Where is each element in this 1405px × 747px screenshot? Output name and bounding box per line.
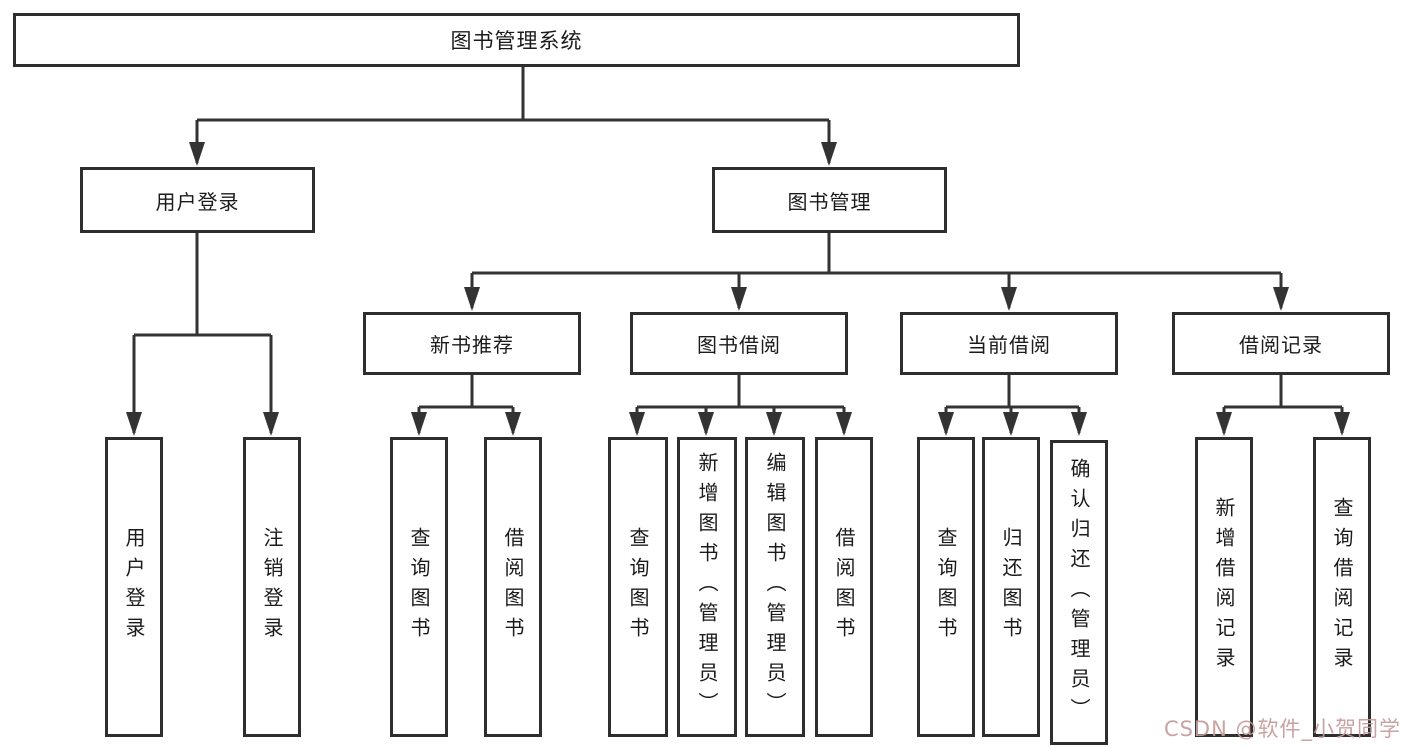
node-user-login: 用户登录 — [80, 167, 315, 233]
arrow-down-icon — [126, 412, 142, 436]
leaf-confirm-return-admin: 确认归还（管理员） — [1050, 440, 1108, 745]
arrow-down-icon — [1216, 412, 1232, 436]
leaf-query-borrow-record-label: 查询借阅记录 — [1330, 497, 1354, 677]
node-current-borrow: 当前借阅 — [900, 312, 1118, 375]
node-book-borrow-label: 图书借阅 — [697, 333, 781, 357]
node-new-book-recommend: 新书推荐 — [363, 312, 581, 375]
leaf-logout-label: 注销登录 — [260, 527, 284, 647]
leaf-borrow-books-newbook: 借阅图书 — [484, 437, 542, 737]
leaf-return-book: 归还图书 — [982, 437, 1040, 737]
arrow-down-icon — [263, 412, 279, 436]
arrow-down-icon — [505, 412, 521, 436]
node-root-system: 图书管理系统 — [13, 13, 1020, 67]
leaf-add-book-admin-label: 新增图书（管理员） — [695, 452, 719, 722]
leaf-user-login: 用户登录 — [105, 437, 163, 737]
leaf-return-book-label: 归还图书 — [999, 527, 1023, 647]
leaf-borrow-books-borrow: 借阅图书 — [815, 437, 873, 737]
node-user-login-label: 用户登录 — [155, 189, 240, 214]
node-root-label: 图书管理系统 — [450, 29, 583, 53]
leaf-query-books-current: 查询图书 — [917, 437, 975, 737]
node-book-borrow: 图书借阅 — [630, 312, 848, 375]
leaf-user-login-label: 用户登录 — [122, 527, 146, 647]
arrow-down-icon — [731, 287, 747, 311]
node-borrow-records-label: 借阅记录 — [1239, 333, 1323, 357]
leaf-query-books-borrow-label: 查询图书 — [626, 527, 650, 647]
leaf-edit-book-admin: 编辑图书（管理员） — [745, 437, 805, 737]
arrowheads — [126, 142, 1350, 436]
node-new-book-recommend-label: 新书推荐 — [430, 333, 514, 357]
leaf-borrow-books-borrow-label: 借阅图书 — [832, 527, 856, 647]
leaf-confirm-return-admin-label: 确认归还（管理员） — [1067, 457, 1091, 728]
leaf-query-borrow-record: 查询借阅记录 — [1313, 437, 1371, 737]
arrow-down-icon — [766, 412, 782, 436]
arrow-down-icon — [1003, 412, 1019, 436]
node-borrow-records: 借阅记录 — [1172, 312, 1390, 375]
arrow-down-icon — [629, 412, 645, 436]
arrow-down-icon — [464, 287, 480, 311]
leaf-add-borrow-record-label: 新增借阅记录 — [1212, 497, 1236, 677]
leaf-logout: 注销登录 — [243, 437, 301, 737]
leaf-borrow-books-newbook-label: 借阅图书 — [501, 527, 525, 647]
arrow-down-icon — [821, 142, 837, 166]
arrow-down-icon — [938, 412, 954, 436]
csdn-watermark: CSDN @软件_小贺同学 — [1163, 717, 1401, 741]
arrow-down-icon — [1001, 287, 1017, 311]
arrow-down-icon — [1071, 412, 1087, 436]
node-book-management-label: 图书管理 — [787, 189, 872, 214]
arrow-down-icon — [1334, 412, 1350, 436]
node-book-management: 图书管理 — [712, 167, 947, 233]
arrow-down-icon — [189, 142, 205, 166]
arrow-down-icon — [836, 412, 852, 436]
leaf-add-borrow-record: 新增借阅记录 — [1195, 437, 1253, 737]
arrow-down-icon — [411, 412, 427, 436]
leaf-query-books-current-label: 查询图书 — [934, 527, 958, 647]
arrow-down-icon — [698, 412, 714, 436]
arrow-down-icon — [1273, 287, 1289, 311]
leaf-query-books-newbook-label: 查询图书 — [407, 527, 431, 647]
leaf-query-books-newbook: 查询图书 — [390, 437, 448, 737]
leaf-add-book-admin: 新增图书（管理员） — [677, 437, 737, 737]
connector-paths — [132, 67, 1344, 433]
leaf-edit-book-admin-label: 编辑图书（管理员） — [763, 452, 787, 722]
node-current-borrow-label: 当前借阅 — [967, 333, 1051, 357]
leaf-query-books-borrow: 查询图书 — [608, 437, 668, 737]
